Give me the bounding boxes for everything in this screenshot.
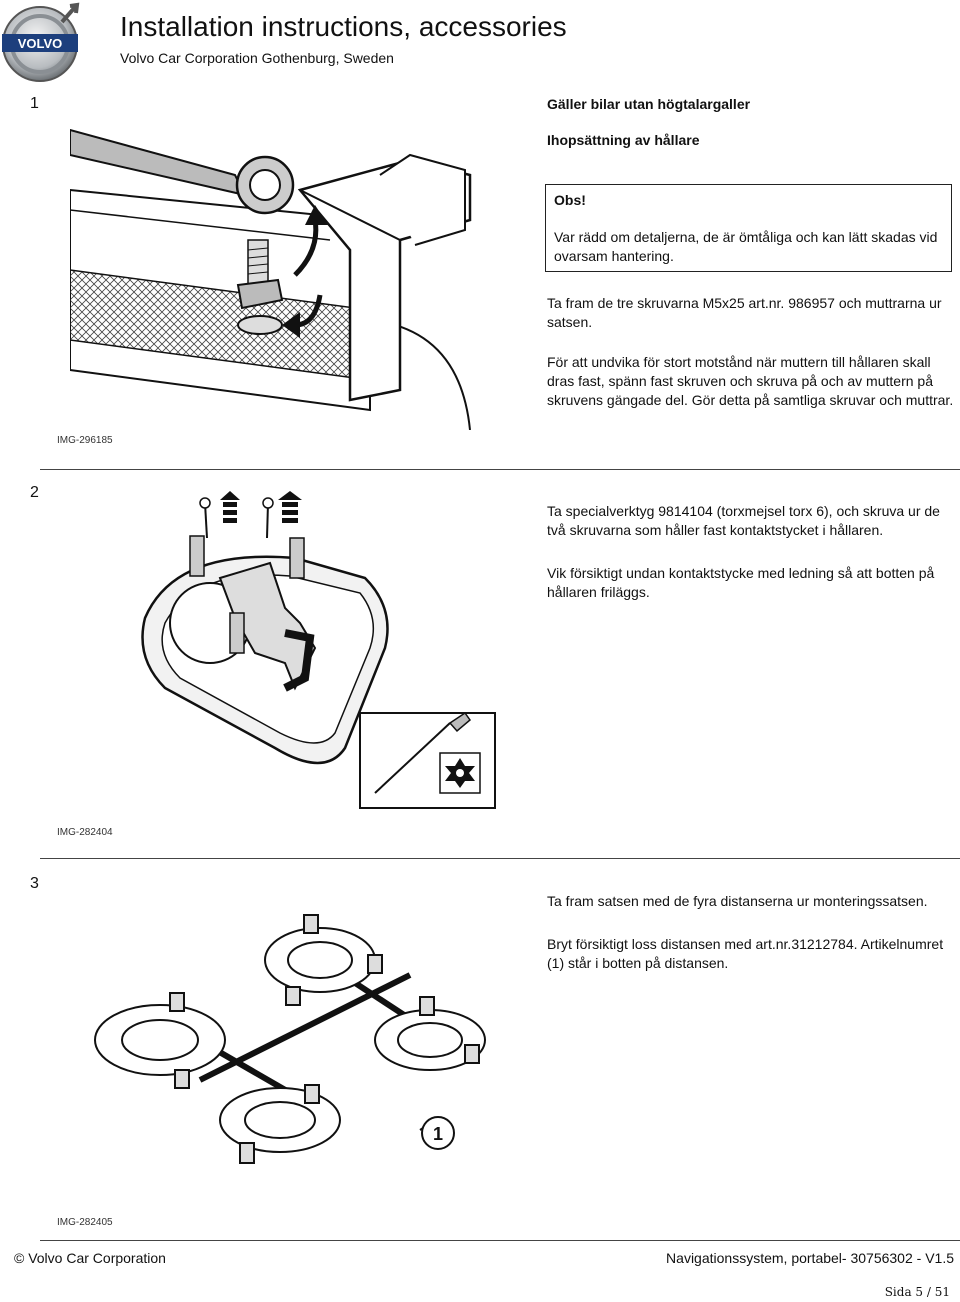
footer-document-id: Navigationssystem, portabel- 30756302 - … — [666, 1250, 954, 1266]
illustration-spacers: 1 — [94, 914, 486, 1164]
step-number: 3 — [30, 875, 39, 892]
step-text: Bryt försiktigt loss distansen med art.n… — [547, 936, 944, 971]
image-id: IMG-296185 — [57, 435, 113, 446]
divider — [40, 858, 960, 859]
svg-text:1: 1 — [433, 1124, 443, 1144]
volvo-logo: VOLVO — [2, 2, 80, 82]
callout-marker — [421, 1116, 455, 1150]
step-text: Ta fram de tre skruvarna M5x25 art.nr. 9… — [547, 295, 942, 330]
step-text: Ta fram satsen med de fyra distanserna u… — [547, 893, 928, 909]
step-number: 2 — [30, 484, 39, 501]
footer-copyright: © Volvo Car Corporation — [14, 1250, 166, 1266]
step-text: Ta specialverktyg 9814104 (torxmejsel to… — [547, 503, 940, 538]
illustration-holder-screws — [141, 491, 496, 809]
page-title: Installation instructions, accessories — [120, 11, 567, 42]
page-number: Sida 5 / 51 — [884, 1285, 950, 1299]
note-text: Var rädd om detaljerna, de är ömtåliga o… — [554, 229, 938, 264]
divider — [40, 469, 960, 470]
note-box: Obs! Var rädd om detaljerna, de är ömtål… — [545, 184, 952, 272]
step-heading: Gäller bilar utan högtalargaller — [547, 96, 751, 112]
image-id: IMG-282405 — [57, 1217, 113, 1228]
step-subheading: Ihopsättning av hållare — [547, 132, 700, 148]
image-id: IMG-282404 — [57, 827, 113, 838]
step-text: För att undvika för stort motstånd när m… — [547, 354, 954, 408]
step-number: 1 — [30, 95, 39, 112]
note-title: Obs! — [554, 192, 586, 208]
illustration-screw-assembly — [70, 128, 472, 430]
page-subtitle: Volvo Car Corporation Gothenburg, Sweden — [120, 50, 394, 66]
svg-text:VOLVO: VOLVO — [18, 36, 63, 51]
step-text: Vik försiktigt undan kontaktstycke med l… — [547, 565, 935, 600]
divider — [40, 1240, 960, 1241]
